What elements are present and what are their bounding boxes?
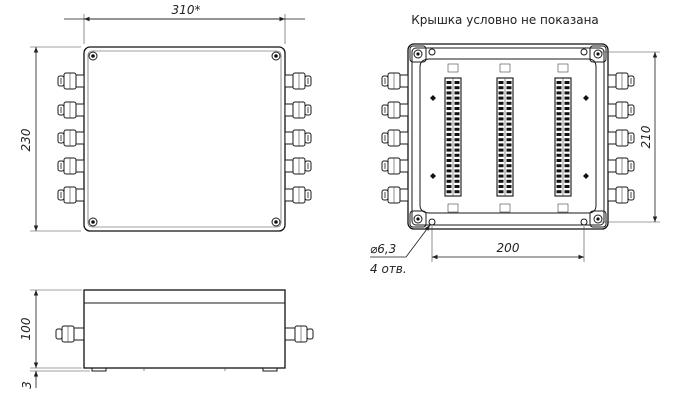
screw-icon	[271, 51, 281, 61]
foot	[262, 367, 278, 372]
cover-edge	[87, 50, 282, 228]
rail-end	[557, 63, 569, 73]
cable-gland-icon	[284, 101, 312, 119]
mounting-plate	[419, 58, 597, 214]
hole-diameter-label: ⌀6,3	[370, 242, 396, 256]
cable-gland-icon	[57, 72, 85, 90]
cable-gland-icon	[607, 157, 635, 175]
mounting-hole	[580, 48, 588, 56]
cable-glands-top-view	[57, 72, 312, 204]
cable-gland-icon	[381, 101, 409, 119]
screw-icon	[589, 45, 607, 63]
body-rim	[411, 47, 605, 226]
enclosure-side	[83, 289, 286, 369]
terminal-block-icon	[496, 77, 514, 197]
mounting-hole	[428, 218, 436, 226]
cable-gland-icon	[381, 157, 409, 175]
mounting-hole	[580, 218, 588, 226]
cable-gland-icon	[284, 157, 312, 175]
terminal-block-icon	[444, 77, 462, 197]
rail-end	[499, 63, 511, 73]
mounting-hole	[428, 48, 436, 56]
cable-gland-icon	[284, 72, 312, 90]
enclosure-cover	[83, 46, 286, 232]
foot	[91, 367, 107, 372]
cable-gland-icon	[57, 157, 85, 175]
hole-count-label: 4 отв.	[370, 262, 407, 276]
dimension-height-left: 230	[19, 128, 33, 151]
dimension-width-top: 310*	[172, 3, 201, 17]
screw-icon	[271, 217, 281, 227]
screw-icon	[88, 51, 98, 61]
rail-end	[447, 63, 459, 73]
rail-end	[499, 203, 511, 213]
screw-icon	[409, 45, 427, 63]
stud	[430, 95, 436, 101]
cable-gland-icon	[381, 186, 409, 204]
cable-gland-icon	[607, 186, 635, 204]
cable-gland-icon	[607, 101, 635, 119]
side-view: 100 3	[19, 289, 314, 389]
cable-gland-icon	[607, 129, 635, 147]
rail-end	[557, 203, 569, 213]
dimension-height-inner: 210	[639, 125, 653, 148]
cable-gland-icon	[284, 325, 314, 343]
cable-gland-icon	[381, 129, 409, 147]
cable-gland-icon	[284, 186, 312, 204]
stud	[430, 173, 436, 179]
cable-glands-open-view	[381, 72, 635, 204]
screw-icon	[589, 210, 607, 228]
rail-end	[447, 203, 459, 213]
cable-gland-icon	[57, 129, 85, 147]
cable-gland-icon	[607, 72, 635, 90]
dimension-height-side: 100	[19, 317, 33, 340]
terminal-block-icon	[554, 77, 572, 197]
cable-gland-icon	[57, 186, 85, 204]
cable-gland-icon	[381, 72, 409, 90]
top-view: 310* 230	[19, 3, 312, 232]
terminal-blocks	[444, 77, 572, 197]
cover-note: Крышка условно не показана	[411, 13, 599, 27]
stud	[583, 173, 589, 179]
dimension-base-side: 3	[20, 381, 34, 389]
stud	[583, 95, 589, 101]
cable-gland-icon	[57, 101, 85, 119]
cable-gland-icon	[284, 129, 312, 147]
open-view: Крышка условно не показана 200	[370, 13, 660, 276]
dimension-width-inner: 200	[497, 241, 520, 255]
screw-icon	[88, 217, 98, 227]
cable-gland-icon	[55, 325, 85, 343]
screw-icon	[409, 210, 427, 228]
